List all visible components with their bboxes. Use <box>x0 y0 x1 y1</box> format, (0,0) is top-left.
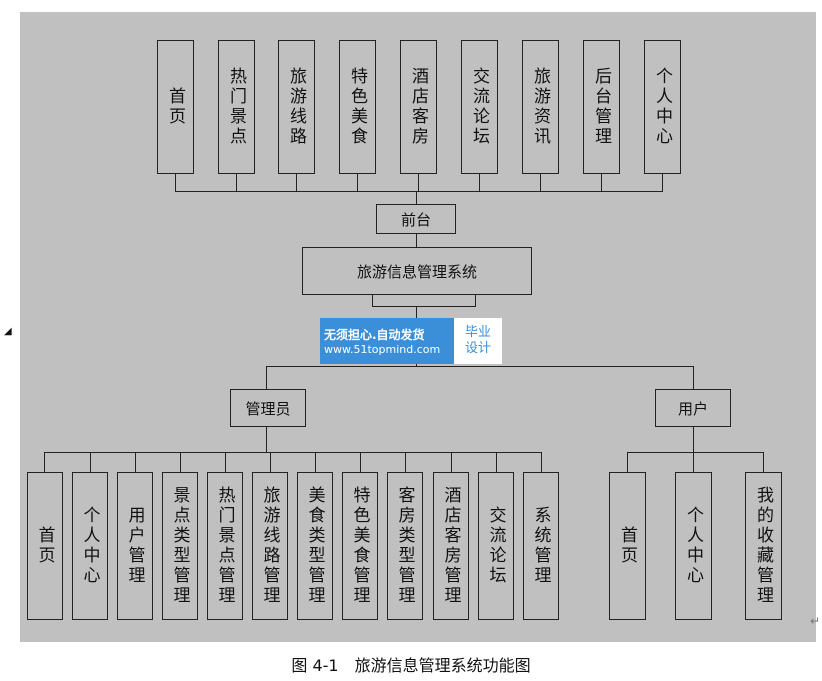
connector-line <box>296 174 297 191</box>
connector-line <box>601 174 602 191</box>
system-root-node: 旅游信息管理系统 <box>302 247 532 295</box>
admin-module-home: 首页 <box>27 472 63 620</box>
watermark-tag-bottom: 设计 <box>464 341 491 356</box>
admin-module-food-types: 美食类型管理 <box>297 472 333 620</box>
frontend-module-hot-spots: 热门景点 <box>218 40 255 174</box>
watermark-url: www.51topmind.com <box>324 343 441 356</box>
connector-line <box>44 452 45 472</box>
frontend-module-personal: 个人中心 <box>644 40 681 174</box>
user-module-home: 首页 <box>609 472 646 620</box>
admin-module-personal: 个人中心 <box>72 472 108 620</box>
admin-node: 管理员 <box>230 389 306 427</box>
connector-line <box>266 427 267 452</box>
user-module-favorites: 我的收藏管理 <box>745 472 782 620</box>
frontend-module-forum: 交流论坛 <box>461 40 498 174</box>
watermark-tag: 毕业 设计 <box>454 318 502 364</box>
frontend-module-home: 首页 <box>157 40 194 174</box>
connector-line <box>763 452 764 472</box>
admin-module-hotel-rooms: 酒店客房管理 <box>433 472 469 620</box>
connector-line <box>372 306 476 307</box>
admin-module-routes: 旅游线路管理 <box>252 472 288 620</box>
figure-caption: 图 4-1 旅游信息管理系统功能图 <box>291 656 531 675</box>
connector-line <box>266 366 267 389</box>
admin-module-system: 系统管理 <box>523 472 559 620</box>
connector-line <box>266 366 694 367</box>
connector-line <box>270 452 271 472</box>
frontend-module-news: 旅游资讯 <box>522 40 559 174</box>
connector-line <box>479 174 480 191</box>
watermark-slogan: 无须担心.自动发货 <box>324 328 425 342</box>
connector-line <box>236 174 237 191</box>
connector-line <box>405 452 406 472</box>
connector-line <box>225 452 226 472</box>
admin-module-spot-types: 景点类型管理 <box>162 472 198 620</box>
connector-line <box>175 174 176 191</box>
connector-line <box>416 234 417 247</box>
anchor-marker-icon: ◢ <box>4 326 12 337</box>
watermark-tag-top: 毕业 <box>464 325 491 340</box>
connector-line <box>357 174 358 191</box>
connector-line <box>496 452 497 472</box>
frontend-module-hotel: 酒店客房 <box>400 40 437 174</box>
admin-module-forum: 交流论坛 <box>478 472 514 620</box>
connector-line <box>90 452 91 472</box>
admin-module-food: 特色美食管理 <box>342 472 378 620</box>
watermark-text-panel: 无须担心.自动发货 www.51topmind.com <box>320 318 454 364</box>
frontend-module-backend: 后台管理 <box>583 40 620 174</box>
paragraph-return-icon: ↵ <box>810 614 821 628</box>
connector-line <box>418 174 419 191</box>
connector-line <box>175 191 663 192</box>
frontend-module-routes: 旅游线路 <box>278 40 315 174</box>
admin-module-room-types: 客房类型管理 <box>387 472 423 620</box>
connector-line <box>662 174 663 191</box>
connector-line <box>360 452 361 472</box>
connector-line <box>693 427 694 452</box>
frontend-node: 前台 <box>376 204 456 234</box>
connector-line <box>475 295 476 306</box>
connector-line <box>135 452 136 472</box>
frontend-module-food: 特色美食 <box>339 40 376 174</box>
user-node: 用户 <box>655 389 731 427</box>
connector-line <box>693 452 694 472</box>
connector-line <box>315 452 316 472</box>
admin-module-users: 用户管理 <box>117 472 153 620</box>
connector-line <box>372 295 373 306</box>
user-module-personal: 个人中心 <box>675 472 712 620</box>
connector-line <box>180 452 181 472</box>
connector-line <box>627 452 628 472</box>
admin-module-hot-spots: 热门景点管理 <box>207 472 243 620</box>
connector-line <box>451 452 452 472</box>
connector-line <box>627 452 764 453</box>
connector-line <box>693 366 694 389</box>
watermark-badge: 无须担心.自动发货 www.51topmind.com 毕业 设计 <box>320 318 502 364</box>
connector-line <box>540 174 541 191</box>
connector-line <box>541 452 542 472</box>
connector-line <box>44 452 542 453</box>
connector-line <box>416 191 417 204</box>
